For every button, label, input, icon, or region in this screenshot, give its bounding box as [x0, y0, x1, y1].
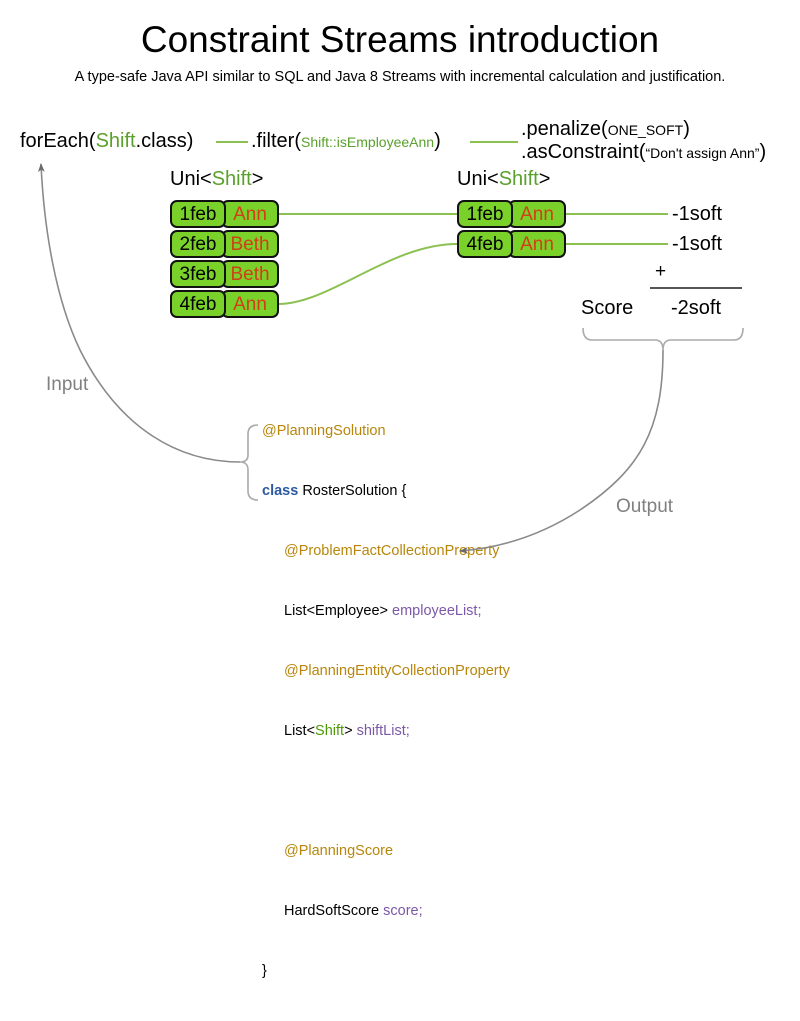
sum-operator: +	[655, 261, 667, 282]
filter-prefix: .filter(	[251, 130, 301, 152]
output-label: Output	[616, 496, 674, 517]
type-shift: Shift	[315, 723, 345, 739]
type-list-open: List<	[284, 723, 316, 739]
shift-fact-row[interactable]: 1feb Ann	[457, 200, 566, 228]
shift-employee: Ann	[508, 200, 566, 228]
field-score: score;	[383, 903, 423, 919]
filter-expression: .filter(Shift::isEmployeeAnn)	[251, 129, 441, 154]
code-line-planning-solution: @PlanningSolution	[262, 421, 510, 441]
score-label: Score	[581, 297, 634, 319]
code-line-score-field: HardSoftScore score;	[262, 901, 510, 921]
as-constraint-prefix: .asConstraint(	[521, 141, 646, 163]
domain-model-code: @PlanningSolution class RosterSolution {…	[262, 381, 510, 1021]
shift-date: 1feb	[457, 200, 513, 228]
field-shift-list: shiftList;	[356, 723, 410, 739]
slide-canvas: Constraint Streams introduction A type-s…	[20, 19, 766, 979]
annotation-planning-solution: @PlanningSolution	[262, 423, 386, 439]
as-constraint-suffix: )	[759, 141, 767, 163]
page-title: Constraint Streams introduction	[140, 19, 660, 60]
shift-employee: Ann	[508, 230, 566, 258]
shift-employee: Beth	[221, 260, 279, 288]
annotation-planning-score: @PlanningScore	[284, 843, 394, 859]
shift-date: 4feb	[457, 230, 513, 258]
page-subtitle: A type-safe Java API similar to SQL and …	[74, 69, 726, 85]
shift-date: 1feb	[170, 200, 226, 228]
type-list-close: >	[344, 723, 357, 739]
shift-list-right: 1feb Ann 4feb Ann	[457, 200, 566, 258]
shift-date: 3feb	[170, 260, 226, 288]
code-line-problem-fact: @ProblemFactCollectionProperty	[262, 541, 510, 561]
shift-employee: Ann	[221, 290, 279, 318]
as-constraint-argument: “Don't assign Ann”	[645, 145, 760, 161]
score-brace	[582, 327, 744, 351]
shift-fact-row[interactable]: 4feb Ann	[457, 230, 566, 258]
uni-right-type: Shift	[498, 168, 539, 190]
penalty-value-2: -1soft	[672, 233, 723, 255]
annotation-problem-fact-collection-property: @ProblemFactCollectionProperty	[284, 543, 500, 559]
code-line-employee-list: List<Employee> employeeList;	[262, 601, 510, 621]
shift-employee: Beth	[221, 230, 279, 258]
penalize-prefix: .penalize(	[521, 118, 608, 140]
input-label: Input	[46, 374, 89, 395]
uni-label-right: Uni<Shift>	[457, 167, 550, 191]
shift-fact-row[interactable]: 2feb Beth	[170, 230, 279, 258]
shift-fact-row[interactable]: 3feb Beth	[170, 260, 279, 288]
uni-left-suffix: >	[251, 168, 264, 190]
filter-suffix: )	[434, 130, 441, 152]
as-constraint-expression: .asConstraint(“Don't assign Ann”)	[521, 140, 766, 165]
penalize-expression: .penalize(ONE_SOFT)	[521, 117, 690, 142]
penalize-suffix: )	[683, 118, 690, 140]
shift-date: 2feb	[170, 230, 226, 258]
code-line-shift-list: List<Shift> shiftList;	[262, 721, 510, 741]
foreach-type: Shift	[95, 130, 136, 152]
field-employee-list: employeeList;	[392, 603, 482, 619]
class-name: RosterSolution {	[298, 483, 407, 499]
input-brace	[239, 424, 259, 501]
penalize-argument: ONE_SOFT	[607, 122, 684, 138]
shift-date: 4feb	[170, 290, 226, 318]
foreach-prefix: forEach(	[20, 130, 96, 152]
shift-employee: Ann	[221, 200, 279, 228]
filter-argument: Shift::isEmployeeAnn	[301, 134, 435, 150]
uni-right-prefix: Uni<	[457, 168, 499, 190]
shift-fact-row[interactable]: 4feb Ann	[170, 290, 279, 318]
uni-left-type: Shift	[211, 168, 252, 190]
shift-fact-row[interactable]: 1feb Ann	[170, 200, 279, 228]
code-line-blank	[262, 781, 510, 801]
code-line-planning-score: @PlanningScore	[262, 841, 510, 861]
code-line-planning-entity: @PlanningEntityCollectionProperty	[262, 661, 510, 681]
stream-connector-4feb	[277, 243, 458, 305]
score-total-value: -2soft	[671, 297, 722, 319]
annotation-planning-entity-collection-property: @PlanningEntityCollectionProperty	[284, 663, 510, 679]
penalty-value-1: -1soft	[672, 203, 723, 225]
uni-right-suffix: >	[538, 168, 551, 190]
uni-left-prefix: Uni<	[170, 168, 212, 190]
code-line-class-decl: class RosterSolution {	[262, 481, 510, 501]
uni-label-left: Uni<Shift>	[170, 167, 263, 191]
type-hard-soft-score: HardSoftScore	[284, 903, 384, 919]
shift-list-left: 1feb Ann 2feb Beth 3feb Beth 4feb Ann	[170, 200, 279, 318]
code-line-closing-brace: }	[262, 961, 510, 981]
foreach-suffix: .class)	[135, 130, 194, 152]
closing-brace: }	[262, 963, 267, 979]
keyword-class: class	[262, 483, 299, 499]
foreach-expression: forEach(Shift.class)	[20, 129, 193, 153]
type-list-employee: List<Employee>	[284, 603, 393, 619]
